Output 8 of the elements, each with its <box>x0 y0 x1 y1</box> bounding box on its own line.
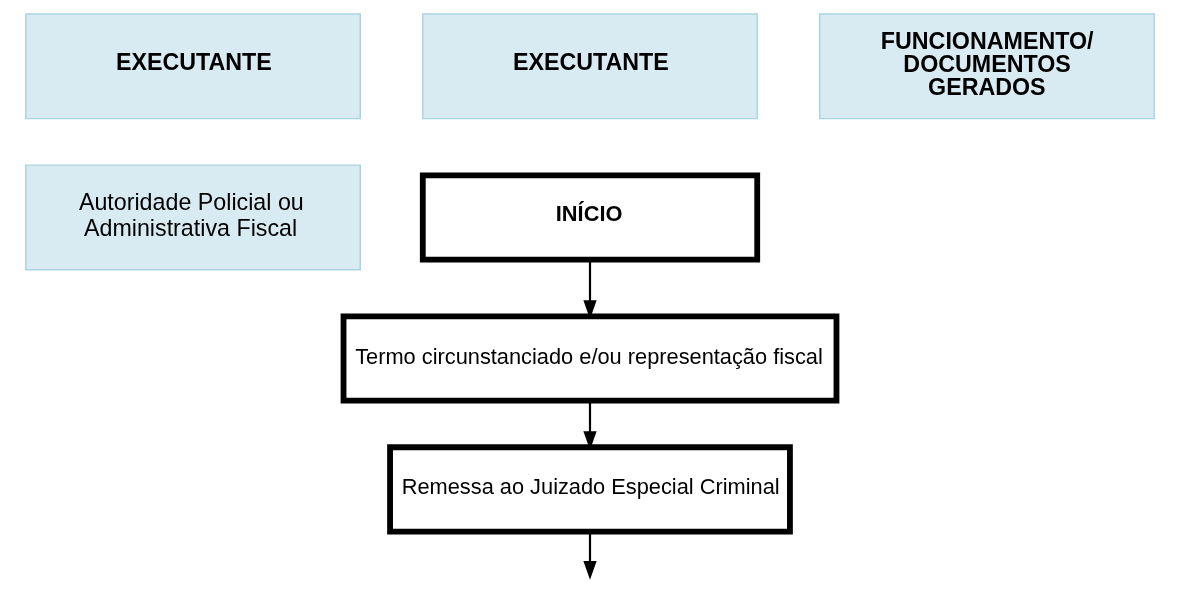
node-box: INÍCIO <box>419 172 760 263</box>
label: Autoridade Policial ou Administrativa Fiscal <box>78 188 304 242</box>
label: EXECUTANTE <box>115 49 272 76</box>
node-box: Remessa ao Juizado Especial Criminal <box>386 444 793 535</box>
label: FUNCIONAMENTO/ DOCUMENTOS GERADOS <box>880 27 1094 101</box>
node-box: Termo circunstanciado e/ou representação fiscal <box>340 313 839 404</box>
arrow <box>582 531 597 580</box>
label: EXECUTANTE <box>512 49 669 76</box>
